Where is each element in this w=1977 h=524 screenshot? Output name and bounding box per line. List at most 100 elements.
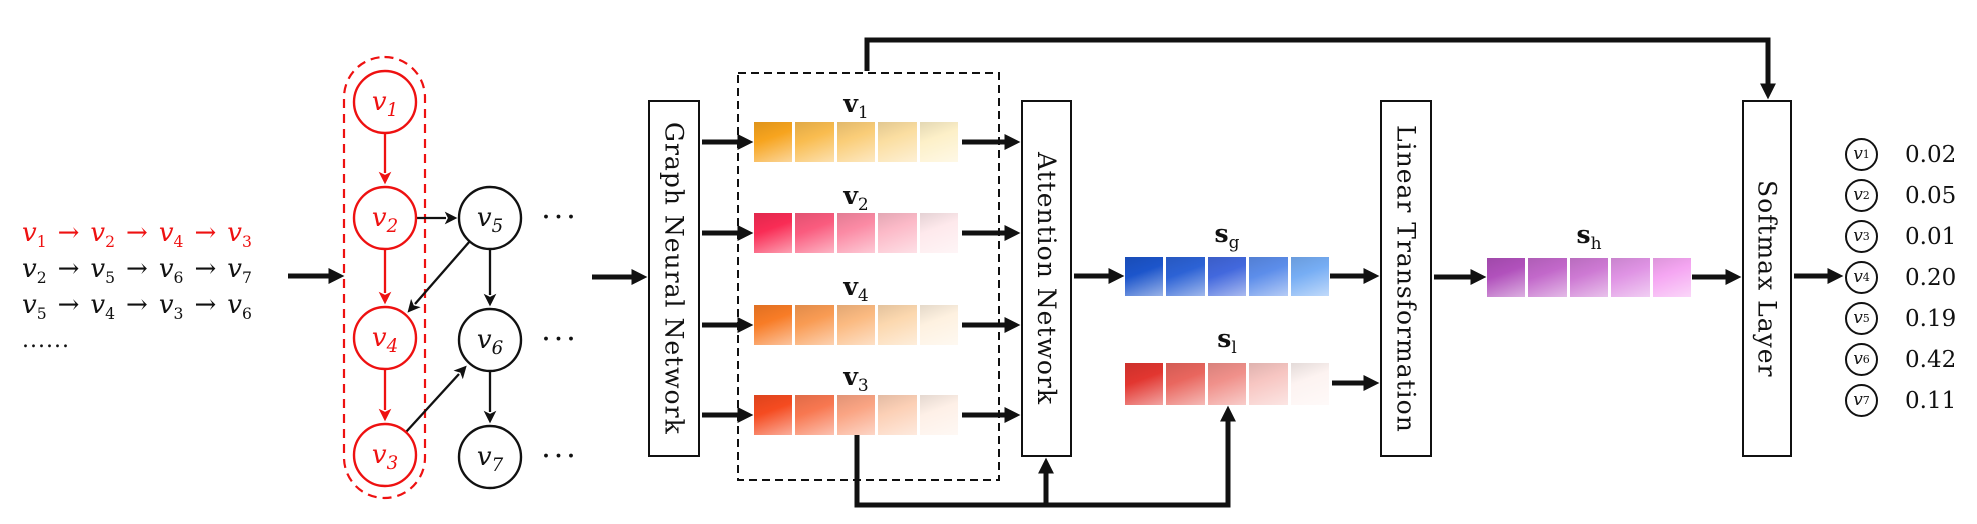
vector-cell xyxy=(1290,257,1330,296)
vector-cell xyxy=(795,305,835,345)
vector-cell xyxy=(754,395,793,435)
linear-transformation-box: Linear Transformation xyxy=(1380,100,1432,457)
vector-cell xyxy=(919,213,959,253)
walk-node: v6 xyxy=(158,254,184,288)
vector-cell xyxy=(1207,257,1247,296)
graph-node-v6 xyxy=(457,307,523,373)
attention-box: Attention Network xyxy=(1021,100,1072,457)
embedding-label-v2: v2 xyxy=(843,181,869,215)
hidden-score-label: sh xyxy=(1576,220,1602,254)
softmax-box-label: Softmax Layer xyxy=(1752,179,1782,378)
vector-cell xyxy=(919,122,959,162)
graph-node-label: v6 xyxy=(477,325,503,359)
vector-cell xyxy=(1652,258,1692,297)
graph-node-v5 xyxy=(457,185,523,251)
vector-cell xyxy=(1249,257,1289,296)
embedding-vector-v4 xyxy=(754,305,959,345)
softmax-box: Softmax Layer xyxy=(1742,100,1792,457)
graph-node-v3 xyxy=(352,422,418,488)
local-score-vector xyxy=(1125,363,1330,405)
walk-node: v4 xyxy=(158,218,184,252)
walk-node: v7 xyxy=(227,254,252,288)
vector-cell xyxy=(1569,258,1609,297)
feedback-arrows xyxy=(854,37,1777,508)
flow-arrows xyxy=(288,133,1844,424)
vector-cell xyxy=(1528,258,1568,297)
vector-cell xyxy=(919,395,959,435)
hidden-score-vector xyxy=(1487,258,1692,297)
walk-node: v1 xyxy=(22,218,47,252)
graph-node-labels: v1 v2 v4 v3 v5 v6 v7 xyxy=(372,87,504,476)
walk-node: v2 xyxy=(22,254,47,288)
linear-transformation-box-label: Linear Transformation xyxy=(1391,124,1421,433)
vector-cell xyxy=(795,213,835,253)
attention-box-label: Attention Network xyxy=(1032,151,1061,405)
arrow-glyph: → xyxy=(126,290,148,320)
walk-node: v5 xyxy=(90,254,116,288)
arrow-glyph: → xyxy=(57,218,80,248)
embedding-label-v4: v4 xyxy=(843,272,869,306)
edge-v3-v6 xyxy=(405,365,467,433)
vector-cell xyxy=(1207,363,1247,405)
graph-node-label: v2 xyxy=(372,203,398,237)
vector-cell xyxy=(836,395,876,435)
embedding-vector-v1 xyxy=(754,122,959,162)
walk-node: v3 xyxy=(227,218,252,252)
walk-node: v3 xyxy=(158,290,184,324)
walk-node: v6 xyxy=(227,290,252,324)
vector-cell xyxy=(1611,258,1651,297)
embeddings-dashed-box xyxy=(737,72,1000,481)
embedding-vector-v2 xyxy=(754,213,959,253)
vector-cell xyxy=(836,213,876,253)
embedding-label-v1: v1 xyxy=(843,89,869,123)
graph-node-label: v3 xyxy=(372,440,398,474)
output-probability: 0.02 xyxy=(1905,141,1957,168)
walk-sequence-ellipsis: ...... xyxy=(22,328,70,353)
graph-black-edges xyxy=(405,211,497,433)
vector-cell xyxy=(754,213,793,253)
global-score-vector xyxy=(1125,257,1330,296)
vector-cell xyxy=(878,305,918,345)
graph-node-label: v5 xyxy=(477,203,503,237)
walk-sequences: v1→v2→v4→v3 v2→v5→v6→v7 v5→v4→v3→v6 ....… xyxy=(22,215,252,359)
arrow-glyph: → xyxy=(194,218,217,248)
graph-node-v2 xyxy=(352,185,418,251)
arrow-glyph: → xyxy=(126,218,148,248)
graph-node-v1 xyxy=(352,69,418,135)
vector-cell xyxy=(1166,257,1206,296)
graph-node-v7 xyxy=(457,424,523,490)
gnn-box: Graph Neural Network xyxy=(648,100,700,457)
vector-cell xyxy=(754,305,793,345)
output-probability: 0.05 xyxy=(1905,182,1957,209)
graph-node-label: v7 xyxy=(477,442,504,476)
vector-cell xyxy=(1125,257,1164,296)
ellipsis-after-v5: ··· xyxy=(541,200,579,235)
vector-cell xyxy=(1249,363,1289,405)
graph-nodes xyxy=(352,69,523,490)
vector-cell xyxy=(878,395,918,435)
vector-cell xyxy=(878,213,918,253)
vector-cell xyxy=(1290,363,1330,405)
walk-node: v4 xyxy=(90,290,116,324)
vector-cell xyxy=(795,122,835,162)
walk-highlight-outline xyxy=(342,55,427,500)
vector-cell xyxy=(795,395,835,435)
embedding-label-v3: v3 xyxy=(843,362,869,396)
edge-v5-v4 xyxy=(407,240,471,313)
arrow-glyph: → xyxy=(194,290,217,320)
arrow-glyph: → xyxy=(126,254,148,284)
